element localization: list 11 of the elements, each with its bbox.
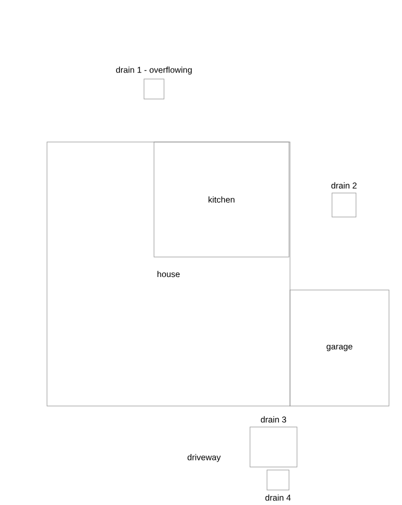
drain-square: drain 1 - overflowing bbox=[116, 66, 192, 100]
node-label: drain 4 bbox=[265, 494, 291, 501]
node-label: drain 2 bbox=[331, 182, 357, 189]
room-box: kitchen bbox=[154, 142, 290, 258]
drain-square: drain 3 bbox=[250, 416, 298, 468]
room-box: garage bbox=[290, 290, 390, 406]
drain-square: drain 2 bbox=[331, 182, 357, 218]
node-label: drain 1 - overflowing bbox=[116, 66, 192, 75]
drain-square: drain 4 bbox=[265, 470, 291, 501]
area-label: driveway bbox=[188, 454, 221, 462]
node-label: drain 3 bbox=[260, 416, 286, 423]
